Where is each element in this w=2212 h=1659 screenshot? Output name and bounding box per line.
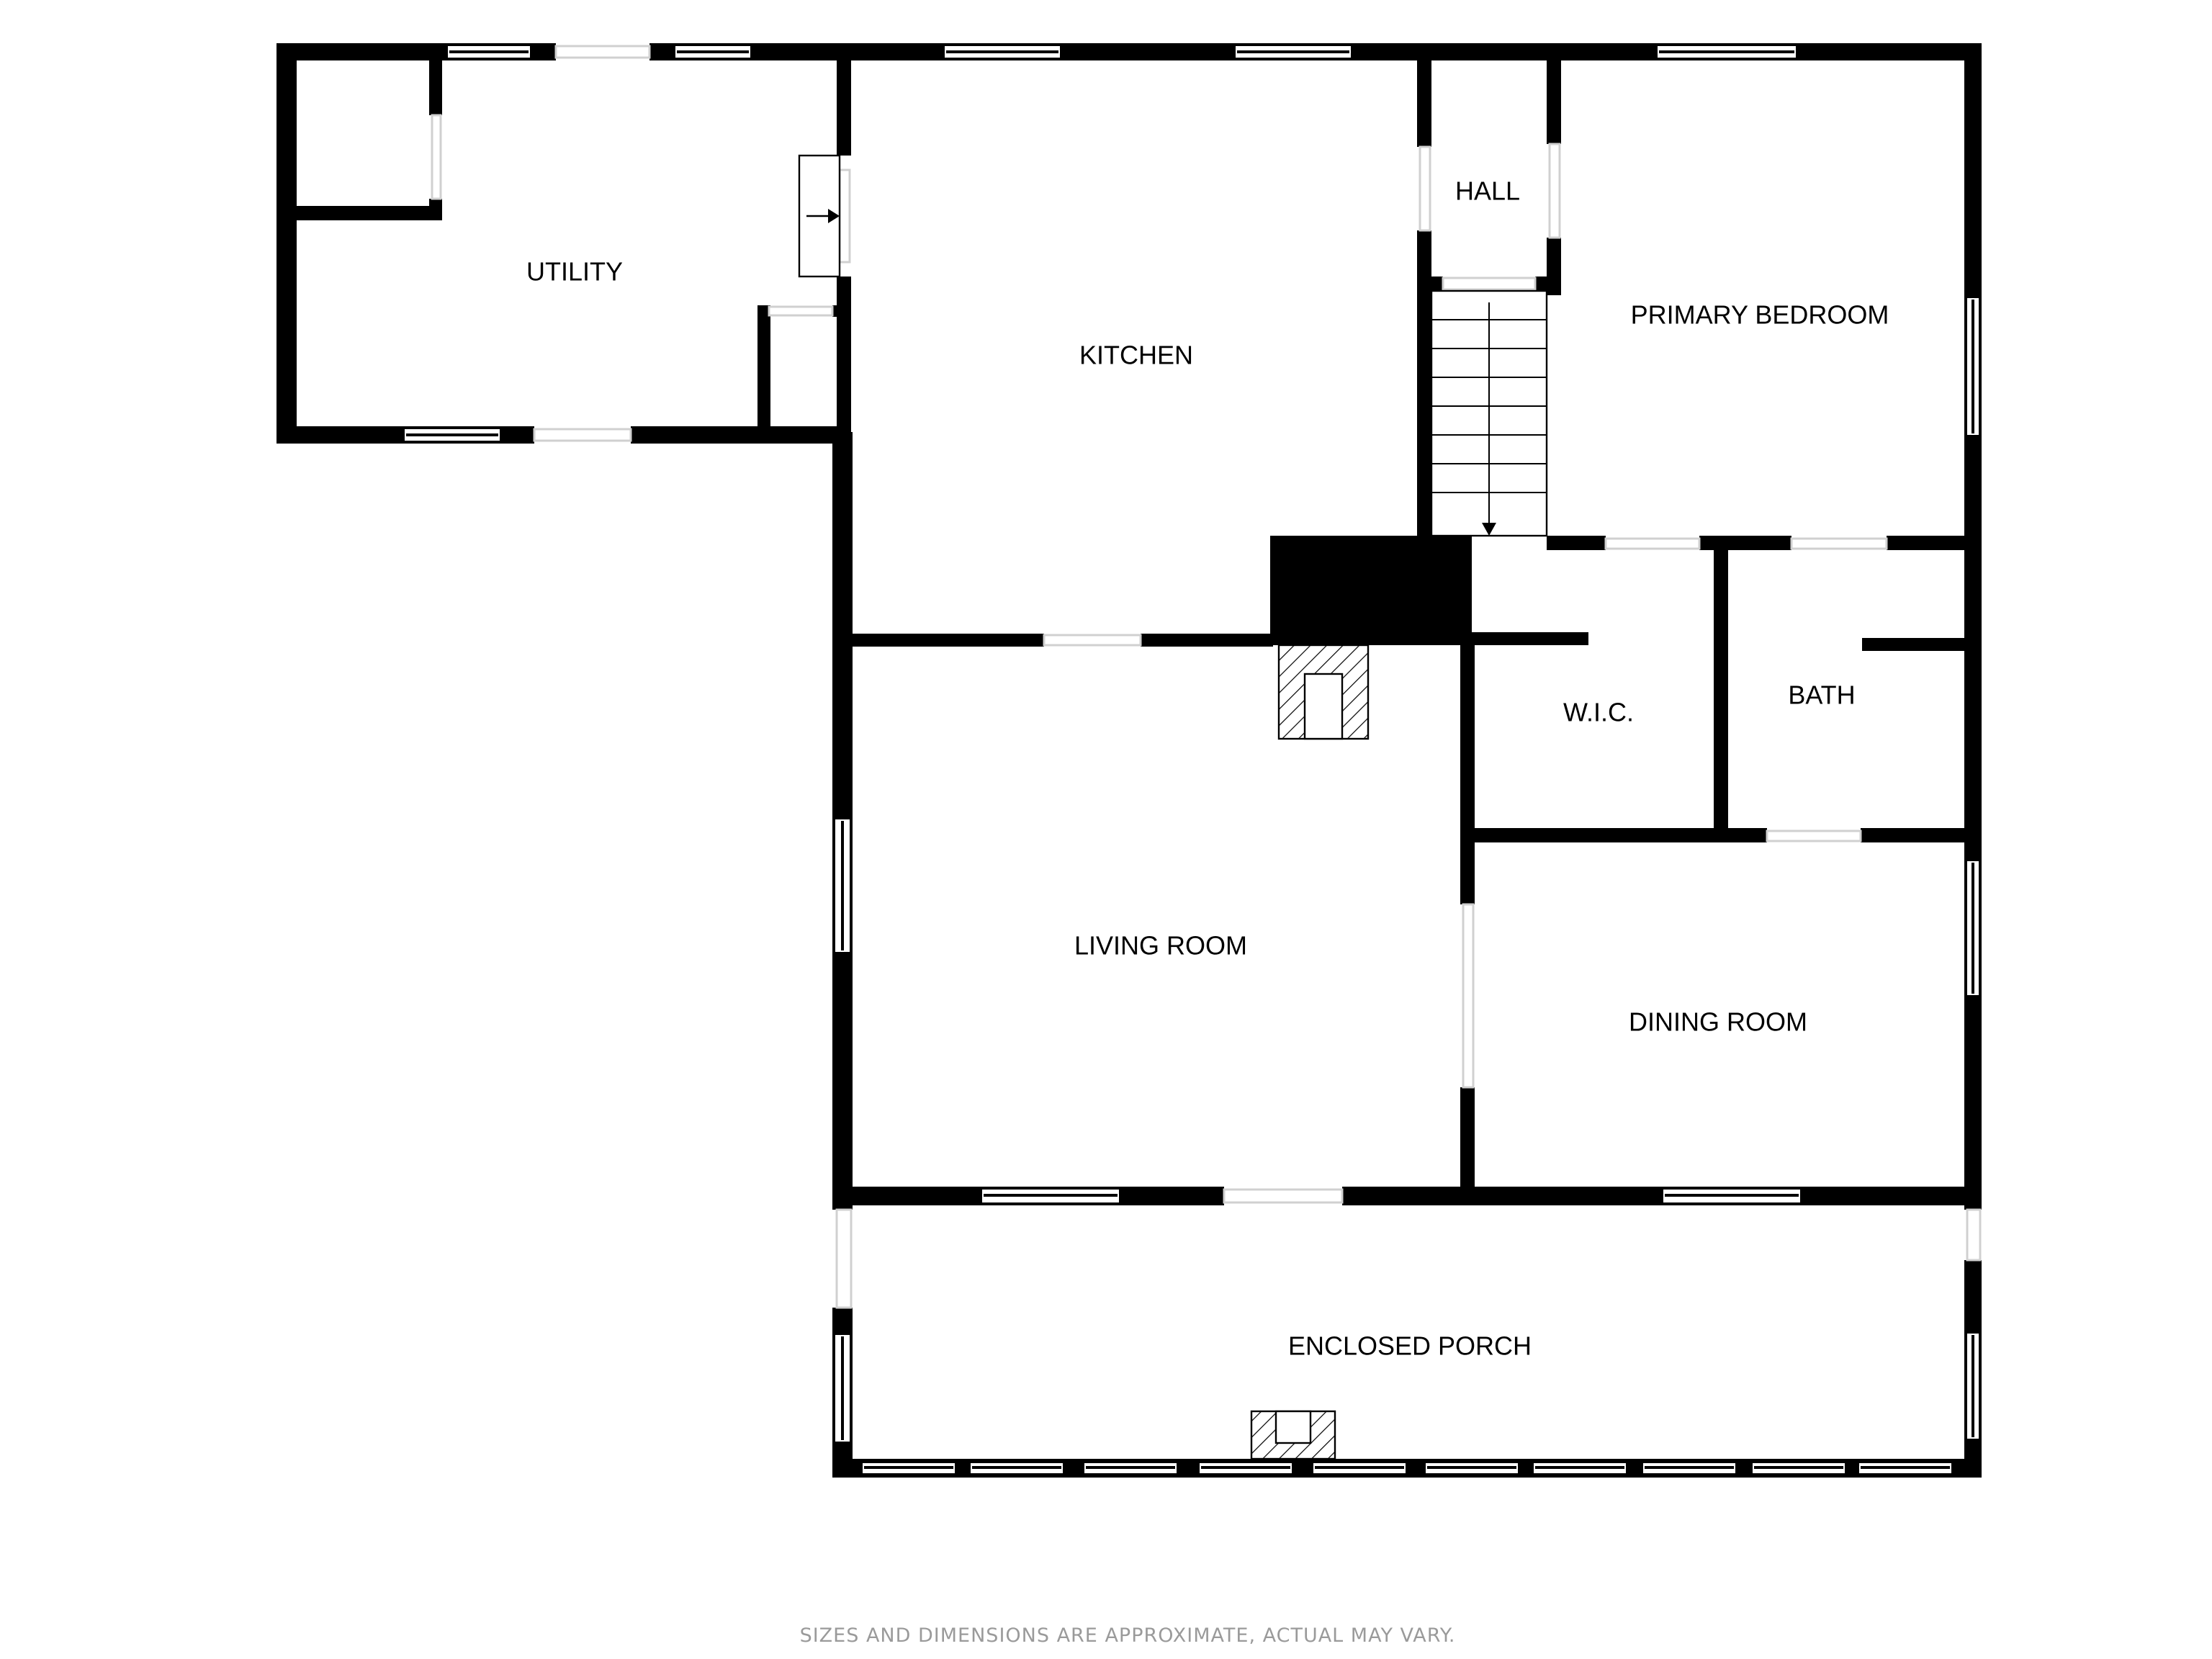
disclaimer-text: SIZES AND DIMENSIONS ARE APPROXIMATE, AC…	[800, 1624, 1456, 1647]
window	[832, 817, 853, 955]
stairs	[1430, 289, 1548, 537]
window	[832, 1332, 853, 1444]
room-labels: UTILITY KITCHEN HALL PRIMARY BEDROOM LIV…	[526, 176, 1889, 1647]
room-label-primary-bedroom: PRIMARY BEDROOM	[1631, 300, 1889, 330]
room-label-bath: BATH	[1788, 680, 1855, 710]
room-label-enclosed-porch: ENCLOSED PORCH	[1288, 1331, 1532, 1361]
porch-window-row	[860, 1460, 1954, 1476]
porch-fireplace	[1250, 1410, 1336, 1460]
door-openings	[431, 45, 1982, 1309]
room-label-hall: HALL	[1455, 176, 1520, 206]
room-label-dining-room: DINING ROOM	[1629, 1007, 1807, 1037]
room-label-kitchen: KITCHEN	[1079, 341, 1193, 370]
window	[942, 43, 1063, 60]
window	[1964, 295, 1982, 438]
window	[1964, 1331, 1982, 1442]
window	[1660, 1187, 1803, 1205]
window	[1233, 43, 1354, 60]
window	[445, 43, 533, 60]
window	[1655, 43, 1799, 60]
window	[673, 43, 753, 60]
utility-step	[798, 154, 841, 278]
living-room-fireplace	[1277, 644, 1370, 740]
window	[402, 426, 503, 444]
window	[1964, 858, 1982, 998]
room-label-wic: W.I.C.	[1563, 698, 1634, 727]
step-arrow-icon	[828, 209, 840, 223]
windows	[402, 43, 1982, 1476]
room-label-living-room: LIVING ROOM	[1074, 931, 1247, 961]
room-label-utility: UTILITY	[526, 257, 623, 287]
window	[979, 1187, 1122, 1205]
stair-arrow-icon	[1482, 523, 1496, 536]
